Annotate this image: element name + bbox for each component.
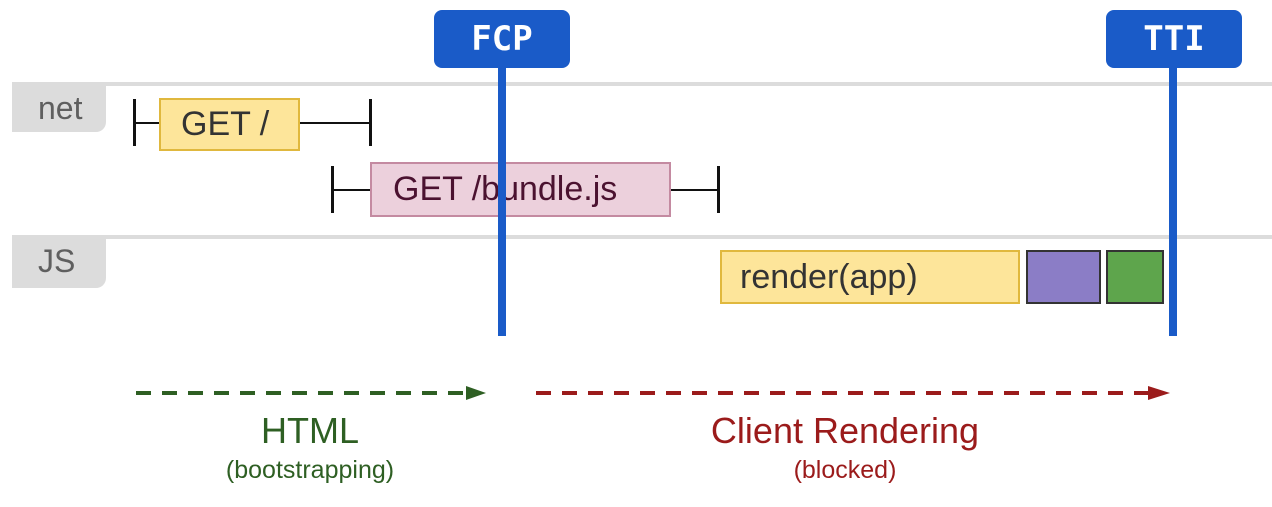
js-lane-line	[12, 235, 1272, 239]
html-phase-title: HTML	[261, 410, 359, 451]
get-bundle-lead-whisker	[333, 189, 371, 191]
render-app-label: render(app)	[740, 257, 918, 296]
html-phase-subtitle: (bootstrapping)	[225, 456, 395, 484]
get-bundle-request-bar: GET /bundle.js	[370, 162, 671, 217]
js-lane-label: JS	[12, 239, 106, 288]
client-rendering-phase-subtitle: (blocked)	[793, 456, 897, 484]
get-root-tail-whisker	[300, 122, 371, 124]
html-phase-arrow	[136, 386, 486, 400]
fcp-marker-line	[498, 60, 506, 336]
get-bundle-tail-whisker	[671, 189, 719, 191]
fcp-marker-tag: FCP	[434, 10, 570, 68]
get-root-end-cap	[369, 99, 372, 146]
tti-marker-tag: TTI	[1106, 10, 1242, 68]
get-bundle-end-cap	[717, 166, 720, 213]
client-rendering-phase-title: Client Rendering	[710, 410, 980, 451]
js-task-purple-block	[1026, 250, 1101, 304]
get-root-start-cap	[133, 99, 136, 146]
get-root-request-bar: GET /	[159, 98, 300, 151]
render-app-task-bar: render(app)	[720, 250, 1020, 304]
net-lane-label: net	[12, 86, 106, 132]
js-task-green-block	[1106, 250, 1164, 304]
get-root-label: GET /	[181, 105, 270, 143]
net-lane-line	[12, 82, 1272, 86]
client-rendering-phase-arrow	[536, 386, 1170, 400]
tti-marker-line	[1169, 60, 1177, 336]
get-root-lead-whisker	[135, 122, 160, 124]
get-bundle-start-cap	[331, 166, 334, 213]
